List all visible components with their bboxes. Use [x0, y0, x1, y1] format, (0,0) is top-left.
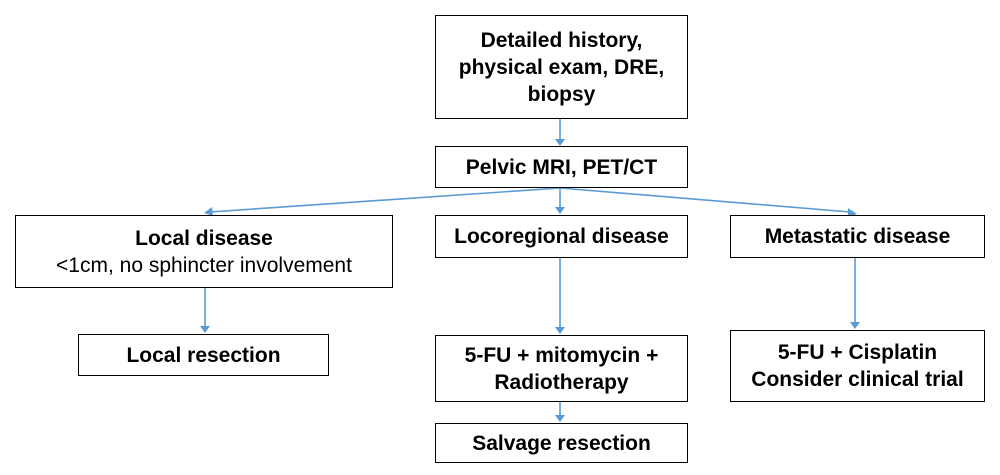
- node-line: 5-FU + Cisplatin: [777, 341, 938, 364]
- node-line: Local resection: [126, 343, 281, 367]
- node-line: Consider clinical trial: [751, 368, 964, 391]
- local-resection-node: Local resection: [78, 334, 329, 376]
- arrow-imaging-to-metastatic: [559, 187, 851, 213]
- arrowhead-chemoradiation-to-salvage: [555, 415, 565, 422]
- node-line: 5-FU + mitomycin +: [464, 343, 659, 367]
- node-line: biopsy: [527, 82, 596, 106]
- arrowhead-local-to-local-resection: [200, 326, 210, 333]
- chemoradiation-node: 5-FU + mitomycin + Radiotherapy: [435, 335, 688, 402]
- salvage-resection-node: Salvage resection: [435, 423, 688, 463]
- node-line: Detailed history,: [480, 28, 643, 52]
- node-line: Locoregional disease: [454, 225, 669, 248]
- node-line: Pelvic MRI, PET/CT: [465, 155, 658, 179]
- node-line: physical exam, DRE,: [458, 55, 665, 79]
- local-disease-node: Local disease <1cm, no sphincter involve…: [15, 215, 393, 288]
- node-detail: <1cm, no sphincter involvement: [56, 253, 352, 277]
- node-line: Salvage resection: [472, 431, 651, 455]
- node-line: Radiotherapy: [494, 370, 629, 394]
- arrowhead-imaging-to-locoregional: [555, 207, 565, 214]
- node-title: Local disease: [135, 226, 273, 250]
- metastatic-disease-node: Metastatic disease: [730, 215, 985, 258]
- arrowhead-history-to-imaging: [555, 139, 565, 146]
- arrowhead-metastatic-to-cisplatin: [850, 322, 860, 329]
- imaging-node: Pelvic MRI, PET/CT: [435, 146, 688, 188]
- arrowhead-locoregional-to-chemoradiation: [555, 327, 565, 334]
- arrow-imaging-to-local: [209, 187, 561, 213]
- cisplatin-node: 5-FU + Cisplatin Consider clinical trial: [730, 330, 985, 402]
- history-exam-node: Detailed history, physical exam, DRE, bi…: [435, 15, 688, 119]
- node-line: Metastatic disease: [764, 225, 951, 248]
- locoregional-disease-node: Locoregional disease: [435, 215, 688, 258]
